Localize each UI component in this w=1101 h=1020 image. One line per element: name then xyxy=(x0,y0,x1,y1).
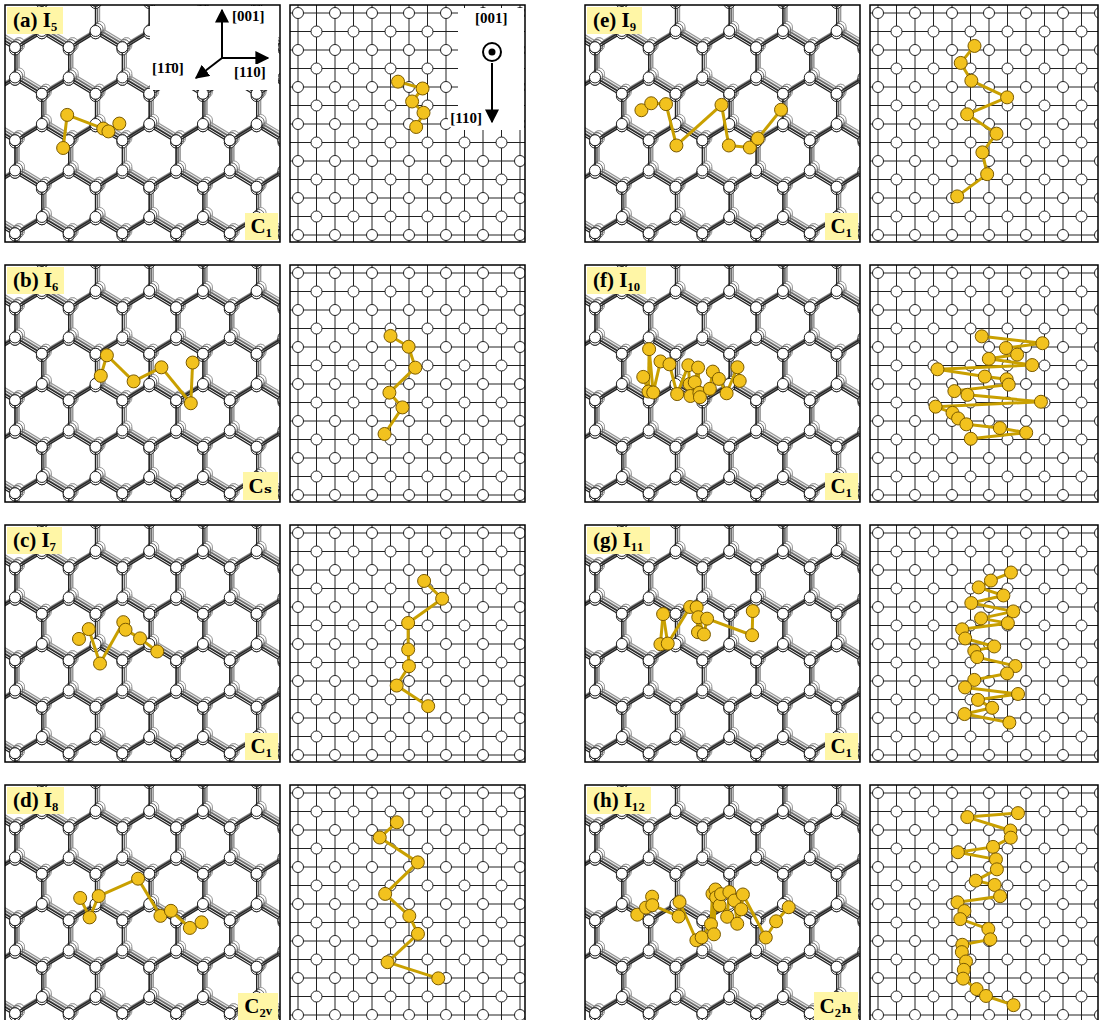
panel-label: (g) I₁₁ xyxy=(587,527,650,554)
label-text: C₁ xyxy=(251,734,272,758)
label-text: (h) I₁₂ xyxy=(593,788,645,812)
top-view xyxy=(290,525,525,762)
label-text: C₂ᵥ xyxy=(244,994,272,1018)
label-text: (d) I₈ xyxy=(13,788,58,812)
label-text: C₂ₕ xyxy=(820,994,852,1018)
panel-label: (e) I₉ xyxy=(587,7,642,34)
symmetry-label: C₁ xyxy=(245,733,278,760)
side-view xyxy=(5,5,280,242)
symmetry-label: C₁ xyxy=(825,213,858,240)
top-view xyxy=(290,265,525,502)
symmetry-label: Cₛ xyxy=(243,472,278,500)
symmetry-label: C₁ xyxy=(825,473,858,500)
side-view xyxy=(585,5,860,242)
top-view xyxy=(290,785,525,1020)
symmetry-label: C₁ xyxy=(825,733,858,760)
panel-label: (b) I₆ xyxy=(7,267,64,294)
side-view xyxy=(5,525,280,762)
panel-label: (a) I₅ xyxy=(7,7,63,34)
panel-label: (d) I₈ xyxy=(7,787,64,814)
top-view xyxy=(290,5,525,242)
axis-label: [001] xyxy=(230,8,267,25)
side-view xyxy=(5,785,280,1020)
side-view xyxy=(585,525,860,762)
label-text: C₁ xyxy=(831,474,852,498)
label-text: C₁ xyxy=(831,734,852,758)
axis-label: [110] xyxy=(448,110,484,127)
panel-label: (h) I₁₂ xyxy=(587,787,651,814)
label-text: C₁ xyxy=(831,214,852,238)
label-text: C₁ xyxy=(251,214,272,238)
label-text: Cₛ xyxy=(249,474,272,498)
symmetry-label: C₂ₕ xyxy=(814,992,858,1020)
top-view xyxy=(870,5,1098,242)
label-text: (a) I₅ xyxy=(13,8,57,32)
label-text: (g) I₁₁ xyxy=(593,528,644,552)
top-view xyxy=(870,265,1098,502)
axis-arrows xyxy=(150,6,524,130)
label-text: (b) I₆ xyxy=(13,268,58,292)
top-view xyxy=(870,785,1098,1020)
axis-label: [110] xyxy=(232,64,268,81)
symmetry-label: C₁ xyxy=(245,213,278,240)
label-text: (c) I₇ xyxy=(13,528,56,552)
symmetry-label: C₂ᵥ xyxy=(238,993,278,1020)
label-text: (f) I₁₀ xyxy=(593,268,640,292)
panel-label: (f) I₁₀ xyxy=(587,267,646,294)
axis-label: [001] xyxy=(473,10,510,27)
label-text: (e) I₉ xyxy=(593,8,636,32)
panel-label: (c) I₇ xyxy=(7,527,62,554)
axis-label: [11̄0] xyxy=(150,60,186,77)
top-view xyxy=(870,525,1098,762)
side-view xyxy=(5,265,280,502)
side-view xyxy=(585,785,860,1020)
side-view xyxy=(585,265,860,502)
